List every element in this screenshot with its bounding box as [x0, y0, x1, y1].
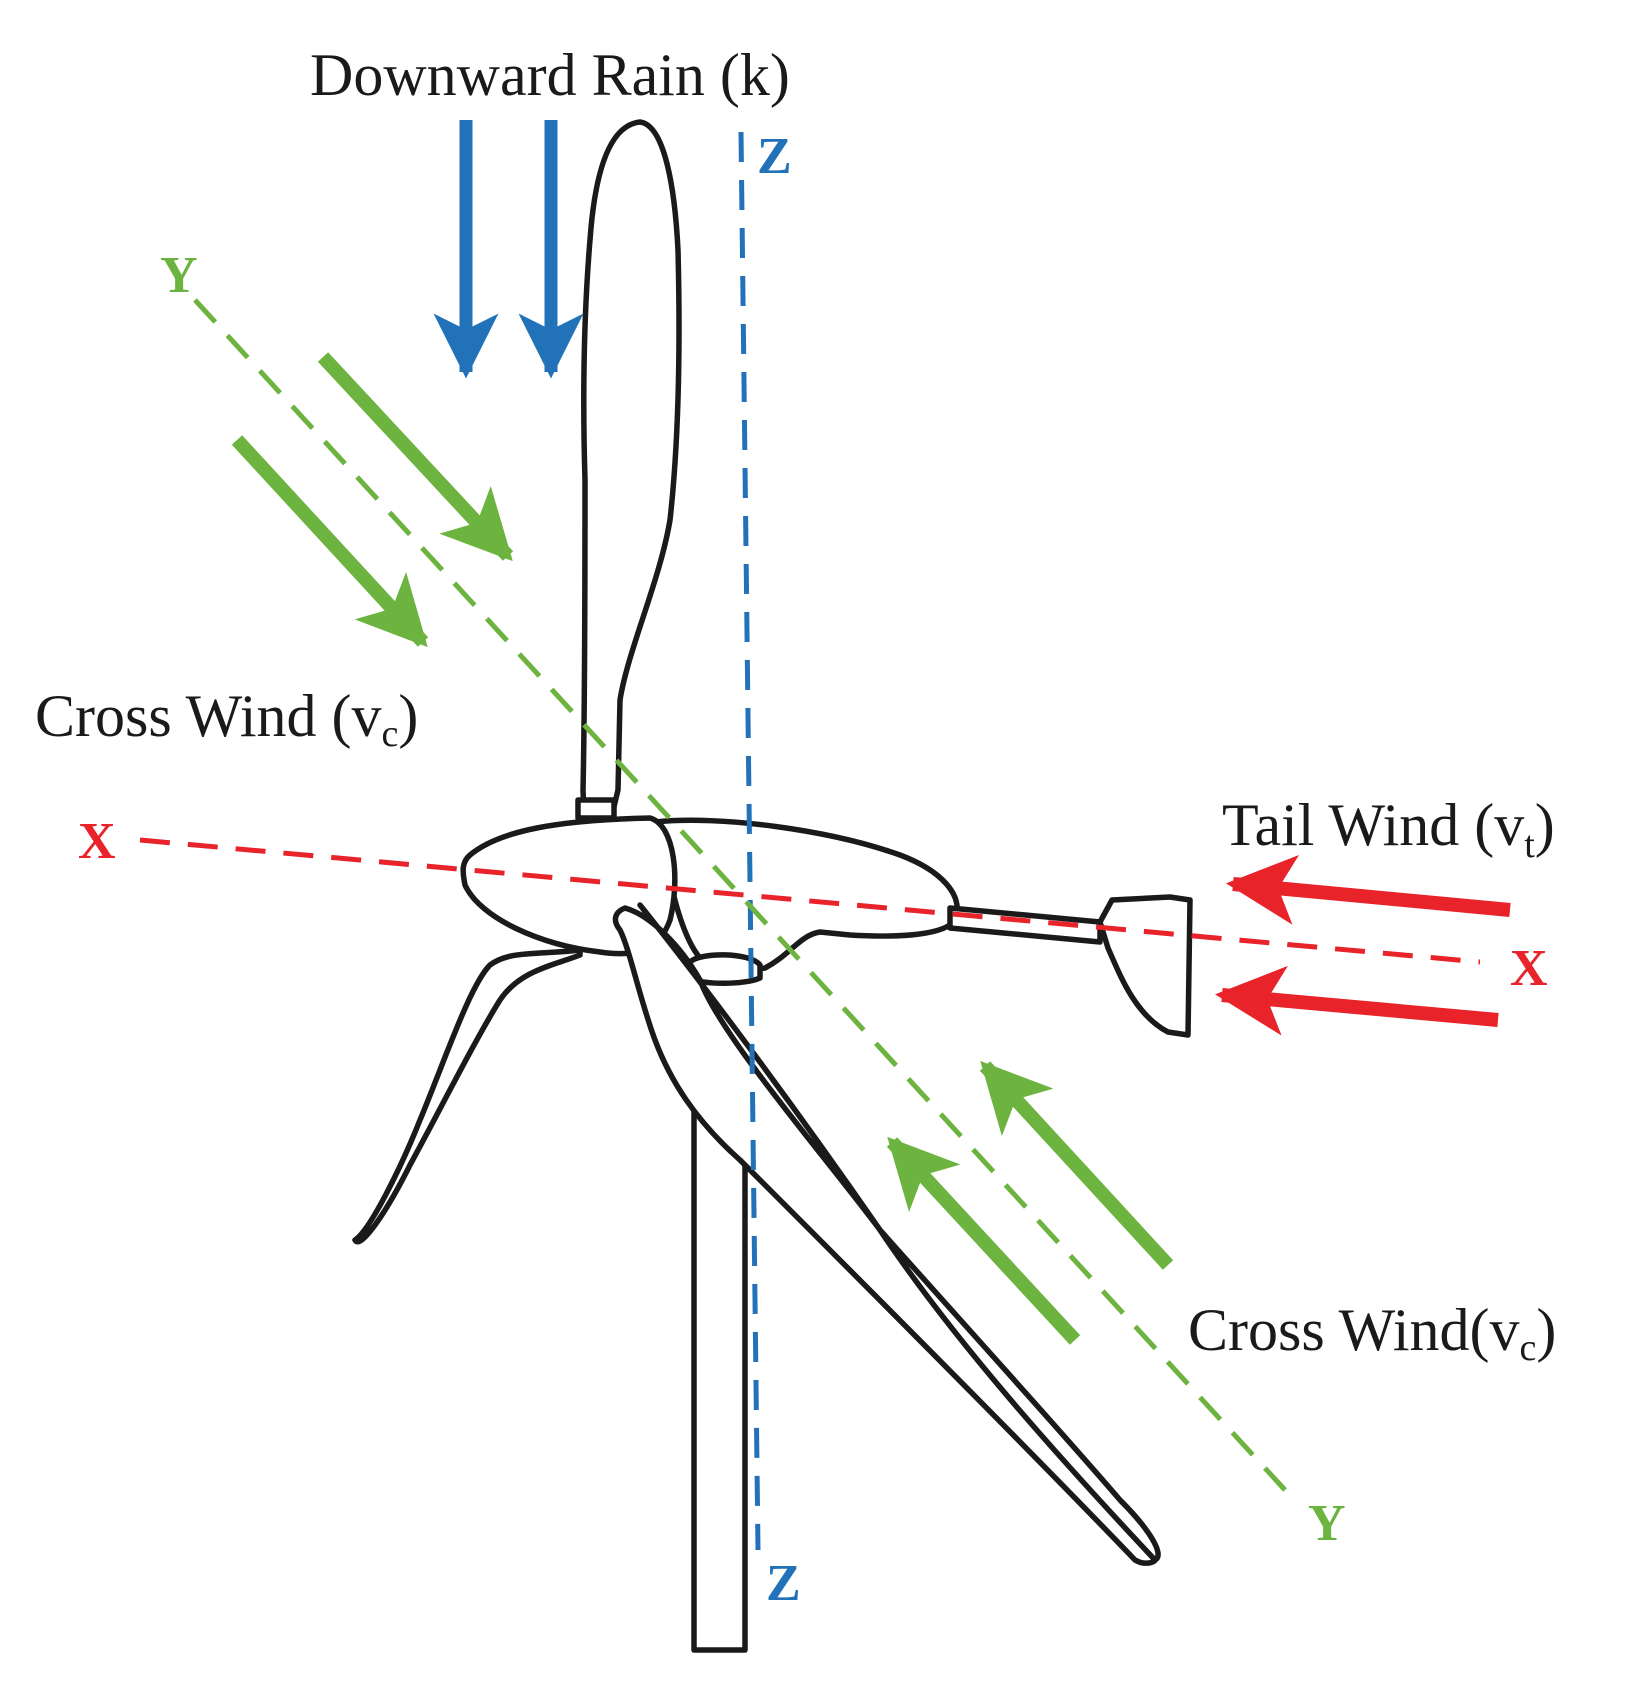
- x-axis-line: [139, 837, 1481, 965]
- cross-wind-left-main: Cross Wind (v: [35, 683, 382, 749]
- z-axis-label-bottom: Z: [766, 1555, 801, 1612]
- turbine-tail-boom: [947, 905, 1103, 945]
- cross-wind-left-close: ): [398, 683, 418, 749]
- cross-wind-arrow-lower: [979, 1060, 1174, 1270]
- x-axis-label-right: X: [1510, 940, 1548, 997]
- turbine-tail-vane: [1097, 894, 1193, 1038]
- cross-wind-arrow-upper: [231, 435, 429, 648]
- tail-wind-close: ): [1535, 792, 1555, 858]
- tail-wind-sub: t: [1524, 824, 1535, 866]
- cross-wind-right-sub: c: [1520, 1327, 1537, 1369]
- turbine-blade-lower-left: [352, 947, 583, 1245]
- y-axis-line: [193, 298, 1287, 1492]
- z-axis-label-top: Z: [757, 128, 792, 185]
- y-axis-label-top: Y: [160, 247, 198, 304]
- turbine-blade-top: [580, 119, 682, 818]
- cross-wind-right-main: Cross Wind(v: [1188, 1297, 1520, 1363]
- rain-label: Downward Rain (k): [310, 42, 790, 108]
- cross-wind-arrow-upper: [317, 352, 514, 562]
- z-axis-line: [738, 131, 761, 1551]
- cross-wind-arrow-lower: [886, 1136, 1081, 1345]
- tail-wind-arrow: [1215, 965, 1499, 1036]
- cross-wind-left-sub: c: [382, 713, 399, 755]
- cross-wind-left-label: Cross Wind (vc): [35, 683, 418, 755]
- tail-wind-main: Tail Wind (v: [1222, 792, 1524, 858]
- turbine-nacelle: [651, 817, 960, 972]
- turbine-blade-top-root: [575, 797, 617, 821]
- cross-wind-right-label: Cross Wind(vc): [1188, 1297, 1556, 1369]
- cross-wind-right-close: ): [1536, 1297, 1556, 1363]
- tail-wind-arrow: [1226, 855, 1511, 925]
- x-axis-label-left: X: [78, 813, 116, 870]
- tail-wind-label: Tail Wind (vt): [1222, 792, 1555, 866]
- y-axis-label-bottom: Y: [1308, 1495, 1346, 1552]
